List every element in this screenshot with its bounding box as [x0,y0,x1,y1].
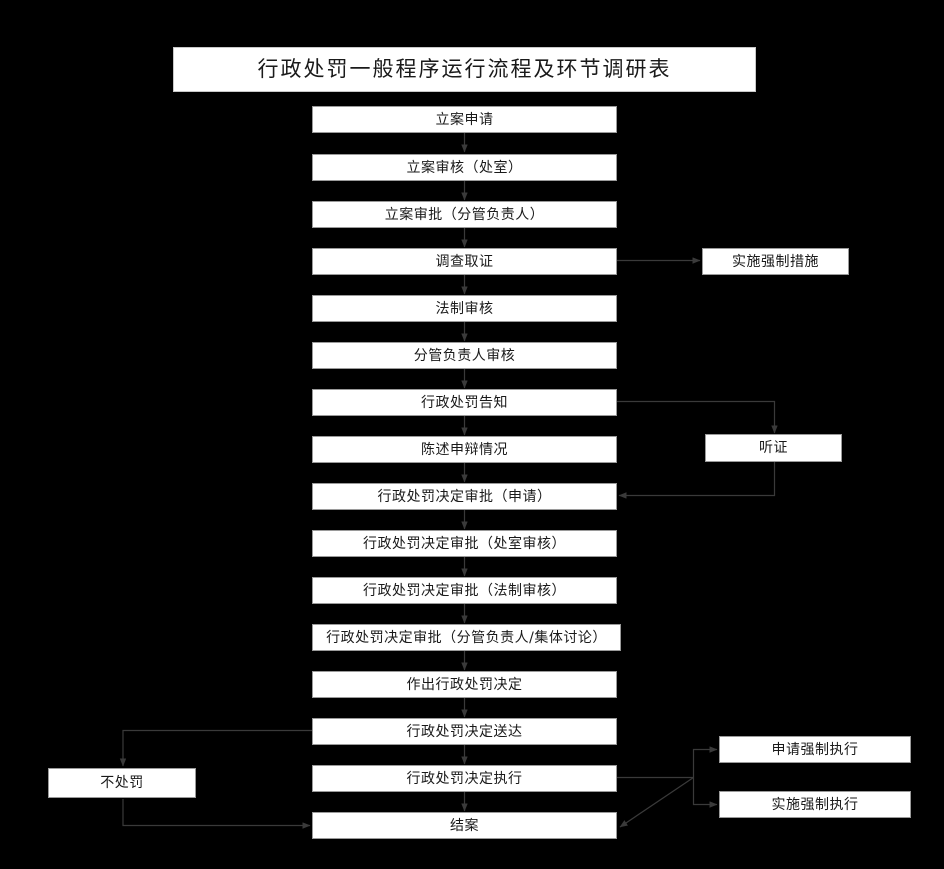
edge-n15-b4 [692,777,718,808]
node-jie-an[interactable]: 结案 [312,812,617,839]
edge-n14-b5 [119,729,312,767]
node-xing-zheng-chu-fa-gao-zhi[interactable]: 行政处罚告知 [312,389,617,416]
edge-n7-b2 [617,400,778,434]
node-zuo-chu-jue-ding[interactable]: 作出行政处罚决定 [312,671,617,698]
edge-b2-n9 [618,462,776,499]
node-chen-shu-shen-bian-qing-kuang[interactable]: 陈述申辩情况 [312,436,617,463]
node-diao-cha-qu-zheng[interactable]: 调查取证 [312,248,617,275]
node-jue-ding-shen-pi-ji-ti[interactable]: 行政处罚决定审批（分管负责人/集体讨论） [312,624,621,651]
node-jue-ding-shen-pi-fa-zhi[interactable]: 行政处罚决定审批（法制审核） [312,577,617,604]
diagram-title: 行政处罚一般程序运行流程及环节调研表 [173,47,756,92]
edge-exec-junction-n16 [619,777,694,828]
node-jue-ding-shen-pi-chu-shi[interactable]: 行政处罚决定审批（处室审核） [312,530,617,557]
node-ting-zheng[interactable]: 听证 [705,434,842,462]
node-li-an-shen-qing[interactable]: 立案申请 [312,106,617,133]
node-jue-ding-zhi-xing[interactable]: 行政处罚决定执行 [312,765,617,792]
edge-b5-n16 [122,799,311,829]
node-li-an-shen-pi[interactable]: 立案审批（分管负责人） [312,201,617,228]
node-li-an-shen-he[interactable]: 立案审核（处室） [312,154,617,181]
node-fa-zhi-shen-he[interactable]: 法制审核 [312,295,617,322]
edge-n15-b3 [692,746,718,778]
node-jue-ding-shen-pi-shen-qing[interactable]: 行政处罚决定审批（申请） [312,483,617,510]
node-jue-ding-song-da[interactable]: 行政处罚决定送达 [312,718,617,745]
node-bu-chu-fa[interactable]: 不处罚 [48,768,196,798]
node-shi-shi-qiang-zhi-cuo-shi[interactable]: 实施强制措施 [702,248,849,275]
node-shi-shi-qiang-zhi-zhi-xing[interactable]: 实施强制执行 [719,791,911,818]
node-shen-qing-qiang-zhi-zhi-xing[interactable]: 申请强制执行 [719,736,911,763]
node-fen-guan-fu-ze-ren-shen-he[interactable]: 分管负责人审核 [312,342,617,369]
